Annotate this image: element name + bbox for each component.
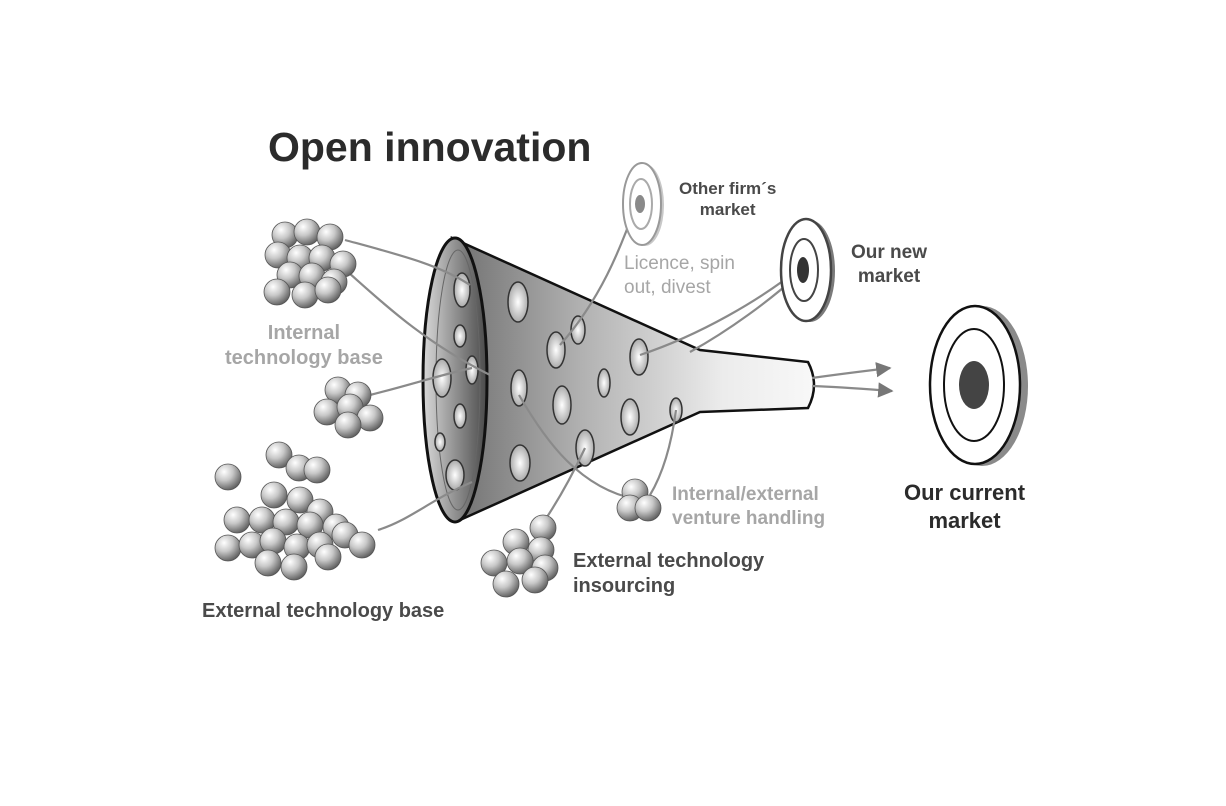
technology-ball bbox=[214, 534, 242, 562]
technology-ball bbox=[214, 463, 242, 491]
funnel-hole bbox=[507, 281, 529, 323]
ball-cluster-internal-top bbox=[263, 218, 357, 309]
technology-ball bbox=[286, 486, 314, 514]
other-firms-market-label: Other firm´s market bbox=[679, 179, 777, 220]
flow-line bbox=[811, 382, 894, 398]
ball-cluster-external-base bbox=[214, 441, 376, 581]
our-current-market-label: Our current market bbox=[904, 480, 1026, 533]
flow-line bbox=[344, 238, 471, 286]
ball-cluster-internal-mid bbox=[313, 376, 384, 439]
external-insourcing-label: External technology insourcing bbox=[573, 550, 765, 597]
funnel-body bbox=[450, 236, 816, 522]
funnel-hole bbox=[434, 432, 446, 452]
technology-ball bbox=[348, 531, 376, 559]
technology-ball bbox=[293, 218, 321, 246]
funnel-hole bbox=[629, 338, 649, 376]
our-new-market-label: Our new market bbox=[851, 242, 928, 287]
technology-ball bbox=[492, 570, 520, 598]
funnel-hole bbox=[597, 368, 611, 398]
diagram-title: Open innovation bbox=[268, 124, 592, 170]
funnel-hole bbox=[509, 444, 531, 482]
funnel-hole bbox=[552, 385, 572, 425]
innovation-funnel bbox=[421, 236, 816, 524]
internal-technology-base-label: Internal technology base bbox=[225, 322, 383, 369]
venture-handling-label: Internal/external venture handling bbox=[672, 484, 826, 529]
funnel-hole bbox=[453, 324, 467, 348]
flow-line bbox=[369, 366, 473, 397]
licence-spinout-label: Licence, spin out, divest bbox=[624, 253, 735, 298]
funnel-hole bbox=[620, 398, 640, 436]
technology-ball bbox=[521, 566, 549, 594]
technology-ball bbox=[259, 527, 287, 555]
target-other-firms-market bbox=[622, 162, 664, 246]
target-our-current-market bbox=[928, 304, 1028, 466]
flow-line bbox=[339, 264, 491, 376]
ball-cluster-venture bbox=[616, 478, 662, 522]
technology-ball bbox=[334, 411, 362, 439]
technology-ball bbox=[314, 543, 342, 571]
technology-ball bbox=[254, 549, 282, 577]
technology-ball bbox=[223, 506, 251, 534]
flow-line bbox=[377, 480, 473, 532]
external-technology-base-label: External technology base bbox=[202, 600, 445, 622]
ball-cluster-insourcing bbox=[480, 514, 559, 598]
technology-ball bbox=[303, 456, 331, 484]
funnel-hole bbox=[453, 403, 467, 429]
technology-ball bbox=[506, 547, 534, 575]
flow-line bbox=[811, 362, 892, 380]
target-our-new-market bbox=[779, 217, 835, 323]
funnel-hole bbox=[570, 315, 586, 345]
technology-ball bbox=[291, 281, 319, 309]
technology-ball bbox=[634, 494, 662, 522]
funnel-hole bbox=[445, 459, 465, 491]
flow-line bbox=[544, 447, 586, 521]
technology-ball bbox=[280, 553, 308, 581]
flow-line bbox=[649, 409, 678, 496]
funnel-hole bbox=[510, 369, 528, 407]
technology-ball bbox=[263, 278, 291, 306]
funnel-holes bbox=[432, 272, 683, 491]
technology-ball bbox=[265, 441, 293, 469]
technology-ball bbox=[314, 276, 342, 304]
technology-ball bbox=[260, 481, 288, 509]
flow-line bbox=[518, 394, 641, 502]
funnel-hole bbox=[546, 331, 566, 369]
